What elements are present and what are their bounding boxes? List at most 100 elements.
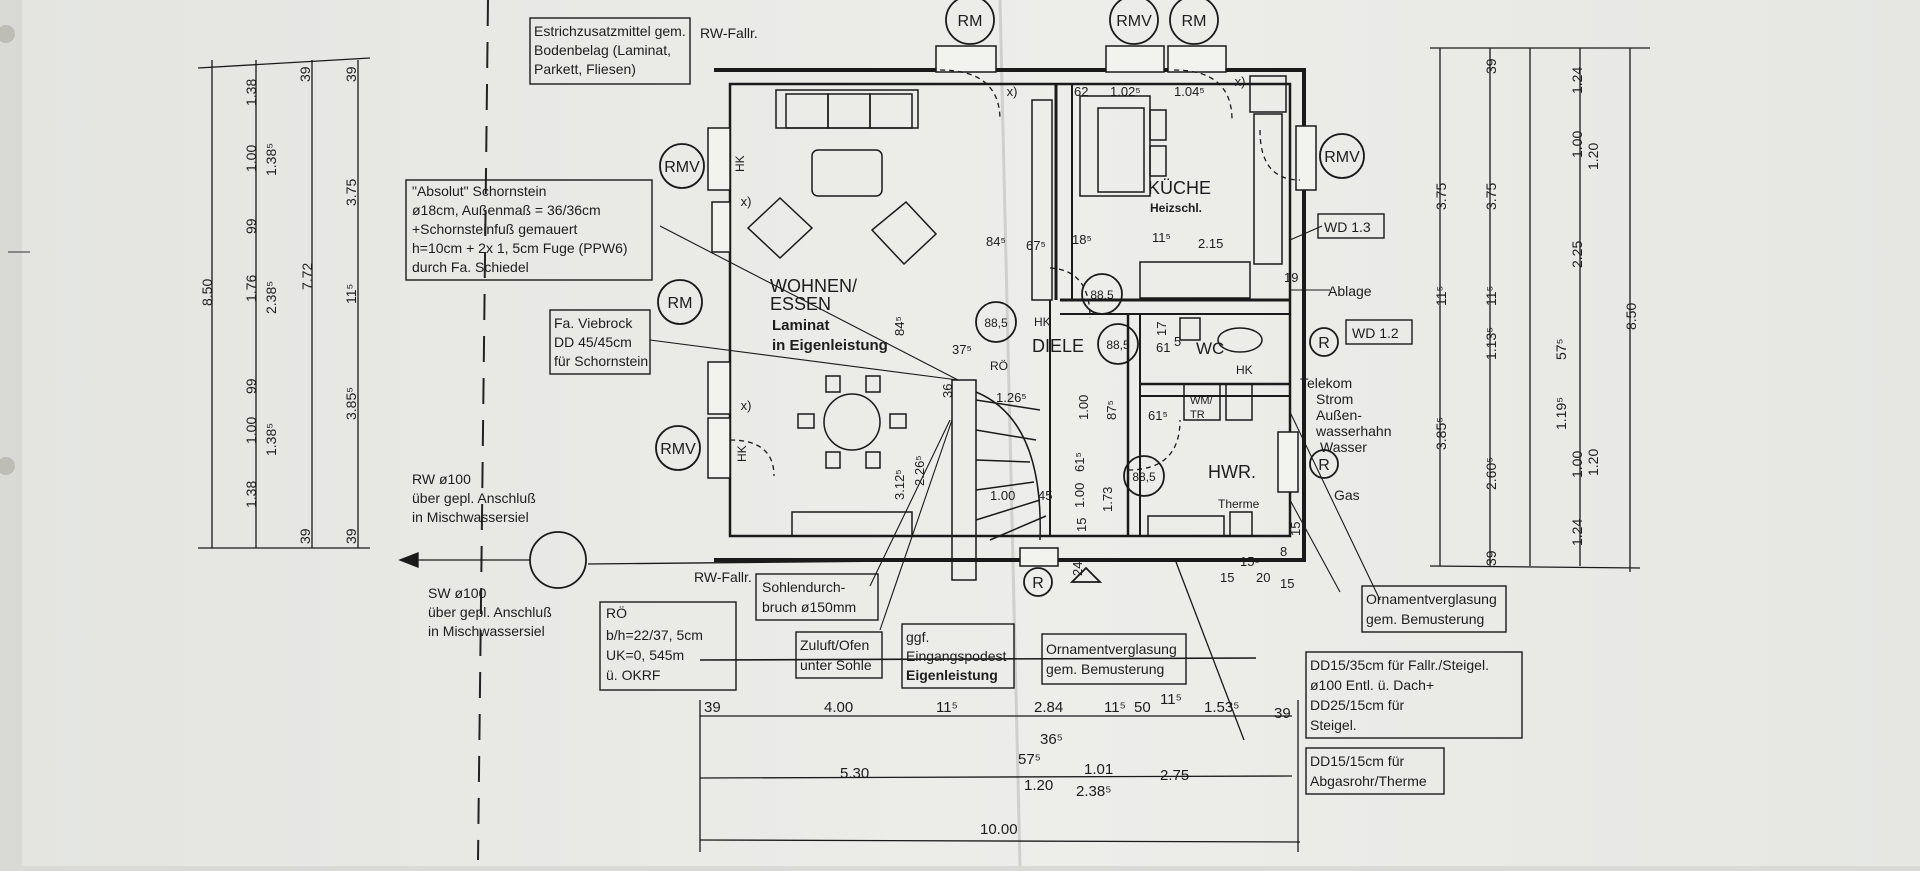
dim-text: 11⁵ [1160, 691, 1182, 708]
note-line: Zuluft/Ofen [800, 637, 869, 653]
dim-text: 1.24 [1569, 519, 1585, 546]
dim-text: 1.00 [243, 417, 259, 444]
note-rw-fallr-top: RW-Fallr. [700, 25, 758, 41]
dim-text: 2.15 [1198, 236, 1223, 251]
dim-text: 3.75 [1483, 183, 1499, 210]
note-line: Außen- [1316, 407, 1362, 423]
dim-text: 87⁵ [1104, 400, 1119, 420]
note-estrich: Estrichzusatzmittel gem. Bodenbelag (Lam… [529, 17, 691, 85]
dim-text: 39 [1483, 58, 1499, 74]
note-line: über gepl. Anschluß [412, 490, 536, 506]
dim-text: 99 [243, 378, 259, 394]
r-symbol: R [1318, 335, 1330, 352]
dim-text: 1.38⁵ [263, 423, 279, 456]
dim-text: 3.75 [1433, 183, 1449, 210]
kitchen-fixtures [1031, 75, 1287, 301]
note-gas: Gas [1334, 487, 1360, 503]
note-line: +Schornsteinfuß gemauert [412, 221, 577, 237]
dim-text: 15 [1280, 576, 1294, 591]
dim-text: 2.25 [1569, 241, 1585, 268]
note-line: Bodenbelag (Laminat, [534, 42, 671, 58]
property-line [477, 0, 489, 861]
label-wc: WC [1196, 339, 1224, 358]
hwr-fixtures [1147, 317, 1263, 537]
dim-text: 3.85⁵ [343, 387, 359, 420]
living-furniture [746, 89, 938, 537]
r-symbol: R [1318, 457, 1330, 474]
dim-text: 39 [704, 699, 721, 716]
label-hk-3: HK [1034, 315, 1051, 329]
note-zuluft: Zuluft/Ofen unter Sohle [795, 631, 883, 679]
label-ro: RÖ [990, 359, 1008, 373]
dim-text: 39 [343, 66, 359, 82]
dim-text: 2.26⁵ [912, 455, 927, 486]
note-rw-fallr-bottom: RW-Fallr. [694, 569, 752, 585]
room-labels: WOHNEN/ ESSEN Laminat in Eigenleistung K… [733, 155, 1260, 511]
dim-text: 2.38⁵ [1076, 783, 1111, 800]
dim-text: 17 [1154, 322, 1169, 336]
door-dim: 88,5 [984, 316, 1008, 330]
note-line: DD15/35cm für Fallr./Steigel. [1310, 657, 1489, 673]
dim-text: 37⁵ [952, 342, 972, 357]
dim-text: 18⁵ [1072, 232, 1092, 247]
dim-text: 1.73 [1100, 487, 1115, 512]
dim-text: 4.00 [824, 699, 853, 716]
dim-text: 3.12⁵ [892, 469, 907, 500]
label-hk-4: HK [1236, 363, 1253, 377]
dimension-texts-right: 8.50 1.24 1.00 2.25 1.00 1.24 1.20 57⁵ 1… [1433, 58, 1639, 566]
dim-text: 11⁵ [936, 699, 958, 716]
note-line: DD15/15cm für [1310, 753, 1404, 769]
note-line: RW ø100 [412, 471, 471, 487]
note-sohlen: Sohlendurch- bruch ø150mm [755, 573, 879, 621]
dim-text: 15 [1074, 518, 1089, 532]
dim-text: 1.24 [1569, 67, 1585, 94]
label-eigenleistung: in Eigenleistung [772, 337, 888, 354]
dim-text: 36⁵ [1040, 731, 1063, 748]
x-mark: x) [1007, 84, 1018, 99]
dim-text: 1.04⁵ [1174, 84, 1205, 99]
dim-text: 11⁵ [1104, 699, 1126, 716]
dim-text: 1.20 [1024, 777, 1053, 794]
outer-walls [714, 68, 1306, 562]
dim-text: 45 [1038, 488, 1052, 503]
dim-text: 1.53⁵ [1204, 699, 1239, 716]
label-tr: TR [1190, 409, 1205, 421]
note-line: ø100 Entl. ü. Dach+ [1310, 677, 1434, 693]
punch-hole-icon [0, 457, 15, 475]
dim-text: 2.84 [1034, 699, 1063, 716]
note-line: wasserhahn [1315, 423, 1392, 439]
rmv-symbol: RMV [1116, 13, 1152, 30]
note-line: Estrichzusatzmittel gem. [534, 23, 686, 39]
dim-text: 24 [1070, 562, 1085, 576]
dim-text: 1.38 [243, 481, 259, 508]
dim-text: 84⁵ [986, 234, 1006, 249]
dim-text: 19 [1284, 270, 1298, 285]
rm-symbol: RM [1182, 13, 1207, 30]
dim-text: 8.50 [1623, 303, 1639, 330]
dim-text: 50 [1134, 699, 1151, 716]
label-wohnen: WOHNEN/ [770, 276, 857, 296]
dim-text: 39 [297, 528, 313, 544]
annotation-boxes: Estrichzusatzmittel gem. Bodenbelag (Lam… [405, 17, 1523, 795]
door-dim: 88,5 [1106, 338, 1130, 352]
dim-text: 15⁵ [1240, 554, 1260, 569]
note-viebrock: Fa. Viebrock DD 45/45cm für Schornstein [549, 309, 651, 375]
dim-text: 1.02⁵ [1110, 84, 1141, 99]
r-symbol: R [1032, 575, 1044, 592]
note-line: gem. Bemusterung [1046, 661, 1164, 677]
note-ornament-bottom: Ornamentverglasung gem. Bemusterung [1041, 633, 1187, 685]
note-podest: ggf. Eingangspodest Eigenleistung [901, 623, 1015, 689]
dim-text: 15 [1220, 570, 1234, 585]
rmv-symbol: RMV [660, 441, 696, 458]
note-line: Strom [1316, 391, 1353, 407]
note-line: Eigenleistung [906, 667, 998, 683]
x-mark: x) [741, 398, 752, 413]
dim-text: 3.75 [343, 179, 359, 206]
note-wd13: WD 1.3 [1317, 213, 1385, 239]
dim-text: 1.00 [990, 488, 1015, 503]
note-line: RÖ [606, 604, 627, 621]
rm-symbol: RM [668, 295, 693, 312]
note-line: ø18cm, Außenmaß = 36/36cm [412, 202, 601, 218]
paper-background [22, 0, 1920, 866]
dim-text: 3.85⁵ [1433, 417, 1449, 450]
